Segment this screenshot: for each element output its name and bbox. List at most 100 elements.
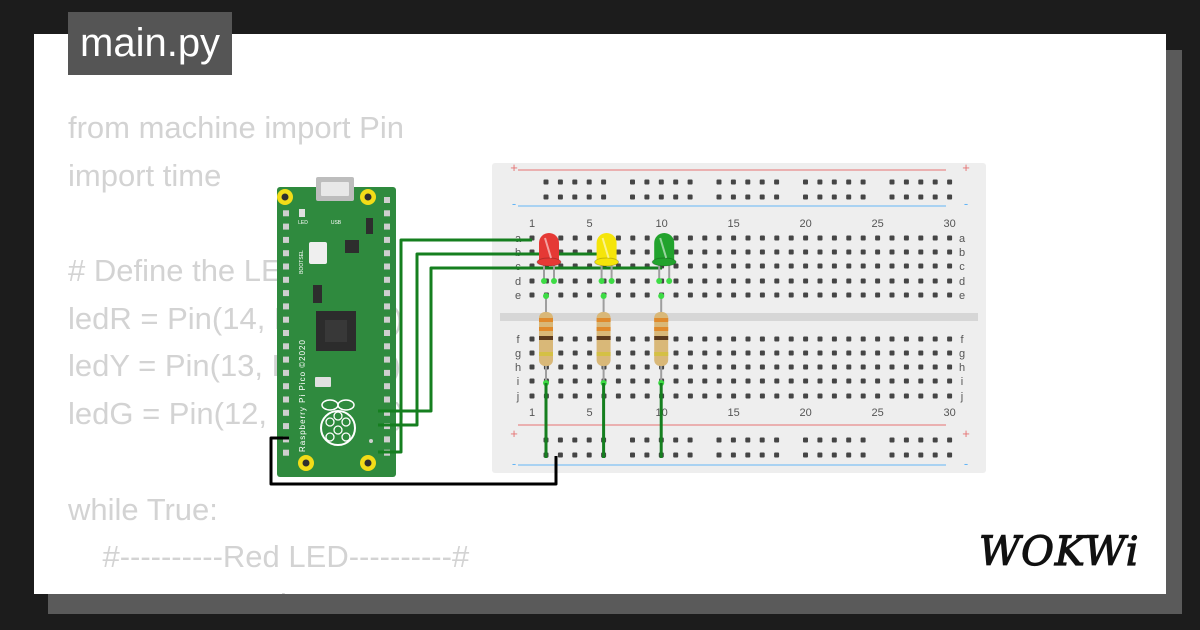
breadboard-hole	[673, 393, 679, 399]
breadboard-hole	[702, 292, 708, 298]
breadboard-hole	[860, 350, 866, 356]
breadboard-hole	[558, 364, 564, 370]
breadboard-hole	[817, 437, 823, 443]
breadboard-hole	[788, 350, 794, 356]
breadboard-hole	[817, 263, 823, 269]
row-letter: d	[959, 276, 965, 288]
breadboard-hole	[889, 235, 895, 241]
breadboard-hole	[759, 278, 765, 284]
breadboard-hole	[947, 292, 953, 298]
pico-pin-pad	[283, 343, 289, 350]
breadboard-hole	[745, 350, 751, 356]
breadboard-hole	[803, 249, 809, 255]
breadboard-hole	[731, 278, 737, 284]
row-letter: h	[959, 362, 965, 374]
breadboard-hole	[918, 194, 924, 200]
breadboard-hole	[644, 378, 650, 384]
breadboard-hole	[889, 437, 895, 443]
breadboard-hole	[673, 278, 679, 284]
breadboard-hole	[889, 364, 895, 370]
breadboard-hole	[630, 452, 635, 458]
breadboard-hole	[558, 393, 564, 399]
breadboard-hole	[860, 452, 866, 458]
pico-pin-pad	[283, 396, 289, 403]
breadboard-hole	[774, 378, 780, 384]
breadboard-hole	[702, 249, 708, 255]
breadboard-hole	[673, 292, 679, 298]
breadboard-hole	[731, 249, 737, 255]
breadboard-hole	[918, 437, 924, 443]
breadboard-hole	[587, 336, 593, 342]
breadboard-hole	[817, 194, 823, 200]
breadboard-hole	[817, 179, 823, 185]
breadboard-hole	[644, 437, 650, 443]
resistor-band	[539, 336, 553, 340]
breadboard-hole	[803, 378, 809, 384]
breadboard-hole	[947, 336, 953, 342]
breadboard-hole	[687, 437, 693, 443]
breadboard-hole	[673, 235, 679, 241]
breadboard-hole	[572, 350, 578, 356]
breadboard-hole	[731, 292, 737, 298]
breadboard-hole	[759, 452, 765, 458]
pico-pin-pad	[384, 303, 390, 310]
pico-pin-pad	[384, 356, 390, 363]
breadboard-hole	[889, 194, 895, 200]
breadboard-hole	[831, 249, 837, 255]
breadboard-hole	[860, 194, 866, 200]
breadboard-hole	[673, 179, 679, 185]
breadboard-hole	[803, 194, 808, 200]
breadboard-hole	[803, 336, 809, 342]
resistor-band	[596, 318, 611, 322]
row-letter: e	[959, 290, 965, 302]
resistor-band	[654, 352, 669, 356]
breadboard-hole	[745, 249, 751, 255]
connection-dot	[600, 293, 607, 299]
breadboard-hole	[788, 336, 794, 342]
rail-plus-label: +	[510, 426, 518, 441]
breadboard-hole	[702, 350, 708, 356]
column-number: 1	[529, 218, 535, 230]
file-tab[interactable]: main.py	[68, 12, 233, 75]
breadboard-hole	[558, 350, 564, 356]
resistor-band	[654, 327, 669, 331]
breadboard-hole	[846, 336, 852, 342]
row-letter: i	[517, 376, 519, 388]
row-letter: i	[961, 376, 963, 388]
breadboard-hole	[731, 378, 737, 384]
breadboard-hole	[860, 292, 866, 298]
led-green	[651, 233, 677, 458]
breadboard-hole	[759, 350, 765, 356]
pico-pin-pad	[384, 343, 390, 350]
breadboard-hole	[788, 393, 794, 399]
rp2040-chip-mark	[325, 320, 347, 342]
breadboard-hole	[932, 378, 938, 384]
breadboard-hole	[788, 278, 794, 284]
breadboard-hole	[673, 364, 679, 370]
breadboard-hole	[673, 336, 679, 342]
resistor-band	[596, 352, 611, 356]
mounting-hole	[281, 193, 289, 201]
breadboard-hole	[702, 263, 708, 269]
pico-pin-pad	[384, 330, 390, 336]
breadboard-hole	[630, 292, 636, 298]
connection-dot	[551, 278, 557, 284]
column-number: 5	[587, 407, 593, 419]
pico-chip	[315, 377, 331, 387]
pico-pin-pad	[384, 396, 390, 403]
breadboard-hole	[932, 336, 938, 342]
breadboard-hole	[630, 179, 635, 185]
connection-dot	[608, 278, 615, 284]
rail-minus-label: -	[964, 456, 968, 471]
breadboard-hole	[572, 235, 578, 241]
breadboard-hole	[803, 179, 808, 185]
breadboard-hole	[846, 364, 852, 370]
resistor-band	[596, 336, 611, 340]
breadboard-hole	[774, 194, 780, 200]
breadboard-hole	[889, 249, 895, 255]
breadboard-hole	[903, 378, 909, 384]
breadboard-hole	[875, 235, 881, 241]
pico-pin-pad	[384, 383, 390, 390]
breadboard-hole	[759, 194, 765, 200]
row-letter: h	[515, 362, 521, 374]
